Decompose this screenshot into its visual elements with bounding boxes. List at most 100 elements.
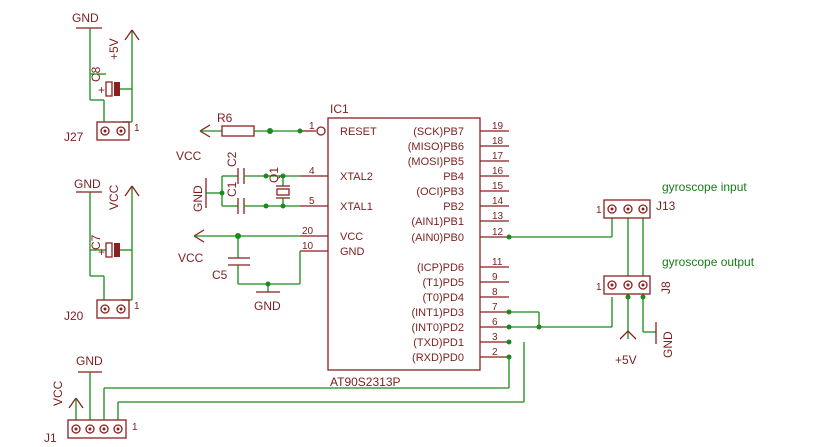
polarity-plus: + <box>98 83 105 97</box>
gnd-label: GND <box>76 354 103 368</box>
q1-label: Q1 <box>267 167 281 183</box>
pin-one-marker: 1 <box>596 282 602 293</box>
pin-label: (TXD)PD1 <box>413 337 464 349</box>
header-pin-center <box>116 427 120 431</box>
pin-label: PB2 <box>443 201 464 213</box>
header-pin-center <box>641 283 645 287</box>
pin-num: 8 <box>492 287 498 298</box>
c5: VCC C5 GND <box>178 229 301 313</box>
pin-num: 4 <box>309 166 315 177</box>
reset-inversion-bubble <box>316 126 326 136</box>
pin-num: 6 <box>492 317 498 328</box>
ic1-ref: IC1 <box>330 102 349 116</box>
pin-one-marker: 1 <box>596 205 602 216</box>
pin-num: 11 <box>492 257 503 268</box>
vcc-label: VCC <box>51 380 65 406</box>
gnd-label: GND <box>191 185 205 212</box>
header-pin-center <box>626 207 630 211</box>
right-wiring: +5V GND 1 J13 gyroscope input 1 J8 gyros… <box>506 180 755 367</box>
vcc-label: VCC <box>176 149 202 163</box>
pin-label: (MISO)PB6 <box>408 141 464 153</box>
r6: R6 VCC <box>176 111 303 163</box>
vcc-label: VCC <box>178 251 204 265</box>
pin-label: (OCI)PB3 <box>416 186 464 198</box>
j1-label: J1 <box>44 431 57 445</box>
c7-label: C7 <box>89 234 103 250</box>
pin-num: 19 <box>492 121 504 132</box>
header-pin <box>638 280 648 290</box>
pin-one-marker: 1 <box>134 123 140 134</box>
oscillator: GND C2 C1 Q1 <box>191 151 300 214</box>
c5-label: C5 <box>212 268 228 282</box>
vcc-label: VCC <box>107 184 121 210</box>
pin-label: (AIN1)PB1 <box>411 216 464 228</box>
header-pin-center <box>74 427 78 431</box>
pin-label: (INT1)PD3 <box>411 307 464 319</box>
pin-label: (ICP)PD6 <box>417 262 464 274</box>
pin-num: 18 <box>492 136 504 147</box>
vcc-arrow-icon <box>193 229 205 243</box>
gnd-label: GND <box>74 177 101 191</box>
pin-num: 20 <box>302 226 314 237</box>
header-pin <box>607 204 617 214</box>
j20-label: J20 <box>64 309 84 323</box>
c1-label: C1 <box>225 181 239 197</box>
pin-label: VCC <box>340 231 363 243</box>
pin-label: XTAL1 <box>340 201 373 213</box>
gnd-label: GND <box>72 11 99 25</box>
plus5v-arrow-icon <box>619 330 637 340</box>
gnd-label: GND <box>254 299 281 313</box>
pin-num: 3 <box>492 332 498 343</box>
pin-one-marker: 1 <box>134 301 140 312</box>
pin-label: PB4 <box>443 171 464 183</box>
vcc-arrow-icon <box>124 185 140 197</box>
pin-num: 16 <box>492 166 504 177</box>
header-pin <box>85 424 95 434</box>
gnd-label: GND <box>661 331 675 358</box>
pin-num: 13 <box>492 211 504 222</box>
ic1-right-pins: 19 (SCK)PB7 18 (MISO)PB6 17 (MOSI)PB5 16 PB4 15 (… <box>408 121 509 364</box>
pin-label: (INT0)PD2 <box>411 322 464 334</box>
header-pin <box>99 424 109 434</box>
header-pin-center <box>641 207 645 211</box>
j20-section: GND VCC C7 + 1 J20 <box>64 177 140 323</box>
plus5v-label: +5V <box>615 353 637 367</box>
header-pin <box>638 204 648 214</box>
pin-num: 1 <box>309 121 315 132</box>
header-pin <box>113 424 123 434</box>
vcc-arrow-icon <box>199 124 211 138</box>
pin-num: 2 <box>492 347 498 358</box>
header-pin-center <box>102 427 106 431</box>
j27-section: GND +5V C8 + 1 J27 <box>64 11 140 144</box>
pin-label: (SCK)PB7 <box>413 126 464 138</box>
pin-num: 14 <box>492 196 504 207</box>
pin-num: 15 <box>492 181 504 192</box>
j27-label: J27 <box>64 130 84 144</box>
header-pin <box>623 204 633 214</box>
pin-label: (T1)PD5 <box>422 277 464 289</box>
j8-label: J8 <box>659 281 673 294</box>
header-pin-center <box>610 207 614 211</box>
ic1-body <box>327 117 481 371</box>
j1-section: GND VCC 1 J1 <box>44 342 525 445</box>
gyro-input-label: gyroscope input <box>662 180 747 194</box>
header-pin-center <box>88 427 92 431</box>
header-pin-center <box>626 283 630 287</box>
pin-label: (MOSI)PB5 <box>408 156 464 168</box>
pin-num: 5 <box>309 196 315 207</box>
plus5v-arrow-icon <box>124 29 140 41</box>
pin-num: 9 <box>492 272 498 283</box>
pin-num: 12 <box>492 227 504 238</box>
pin-one-marker: 1 <box>132 422 138 433</box>
gyro-output-label: gyroscope output <box>662 255 755 269</box>
pin-label: (AIN0)PB0 <box>411 232 464 244</box>
c2-label: C2 <box>225 151 239 167</box>
pin-num: 7 <box>492 302 498 313</box>
pin-num: 17 <box>492 151 504 162</box>
plus5v-label: +5V <box>107 38 121 60</box>
pin-label: GND <box>340 246 365 258</box>
c8-label: C8 <box>89 66 103 82</box>
header-pin <box>607 280 617 290</box>
